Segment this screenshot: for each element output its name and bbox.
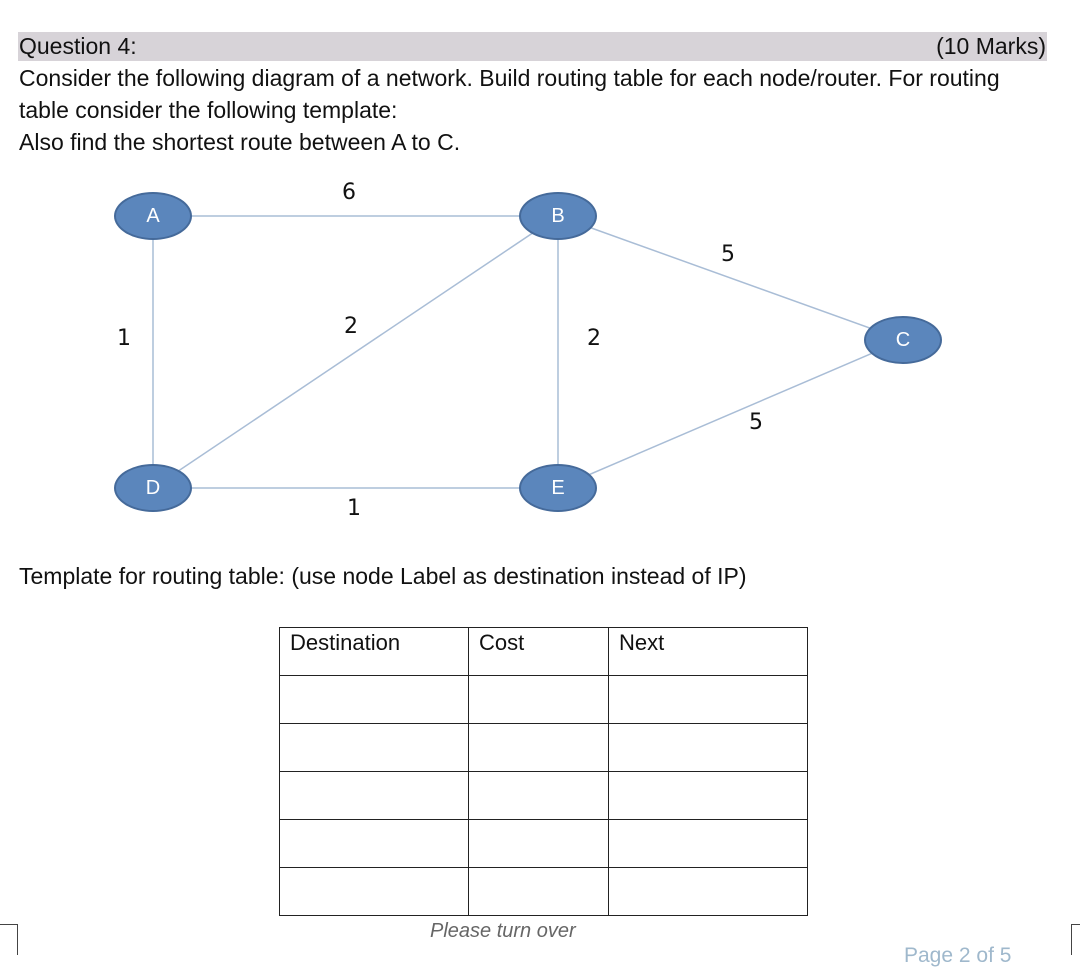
node-e: E [519, 464, 597, 512]
page-corner-mark-right [1071, 924, 1080, 955]
cell [279, 771, 469, 820]
node-c: C [864, 316, 942, 364]
edge-b-c [557, 215, 904, 341]
cell [468, 819, 609, 868]
node-b: B [519, 192, 597, 240]
network-edges [152, 215, 904, 489]
cell [608, 723, 808, 772]
header-cost: Cost [468, 627, 609, 676]
table-row [279, 819, 808, 868]
turn-over-note: Please turn over [430, 920, 576, 942]
weight-a-d: 1 [117, 326, 131, 351]
template-caption: Template for routing table: (use node La… [19, 563, 747, 589]
cell [279, 819, 469, 868]
weight-b-c: 5 [721, 242, 735, 267]
cell [608, 867, 808, 916]
routing-table-template: Destination Cost Next [279, 627, 808, 916]
weight-e-c: 5 [749, 410, 763, 435]
cell [468, 771, 609, 820]
question-header-bar [18, 32, 1047, 61]
header-destination: Destination [279, 627, 469, 676]
cell [608, 675, 808, 724]
question-text-line-1: Consider the following diagram of a netw… [19, 65, 1000, 91]
question-marks: (10 Marks) [936, 33, 1046, 59]
node-a: A [114, 192, 192, 240]
weight-b-d: 2 [344, 314, 358, 339]
cell [608, 819, 808, 868]
cell [468, 723, 609, 772]
table-row [279, 723, 808, 772]
edge-e-c [557, 339, 904, 489]
header-next: Next [608, 627, 808, 676]
weight-d-e: 1 [347, 496, 361, 521]
weight-b-e: 2 [587, 326, 601, 351]
cell [608, 771, 808, 820]
table-header-row: Destination Cost Next [279, 627, 808, 676]
node-d: D [114, 464, 192, 512]
table-row [279, 867, 808, 916]
table-row [279, 771, 808, 820]
question-text-line-2: table consider the following template: [19, 97, 398, 123]
cell [279, 675, 469, 724]
question-title: Question 4: [19, 33, 137, 59]
cell [468, 675, 609, 724]
question-text-line-3: Also find the shortest route between A t… [19, 129, 461, 155]
weight-a-b: 6 [342, 180, 356, 205]
page-number: Page 2 of 5 [904, 944, 1012, 967]
cell [279, 867, 469, 916]
cell [468, 867, 609, 916]
cell [279, 723, 469, 772]
table-row [279, 675, 808, 724]
page-corner-mark-left [0, 924, 18, 955]
edge-b-d [152, 215, 559, 489]
network-diagram: A B C D E 6 1 2 2 5 5 1 [0, 170, 1080, 530]
